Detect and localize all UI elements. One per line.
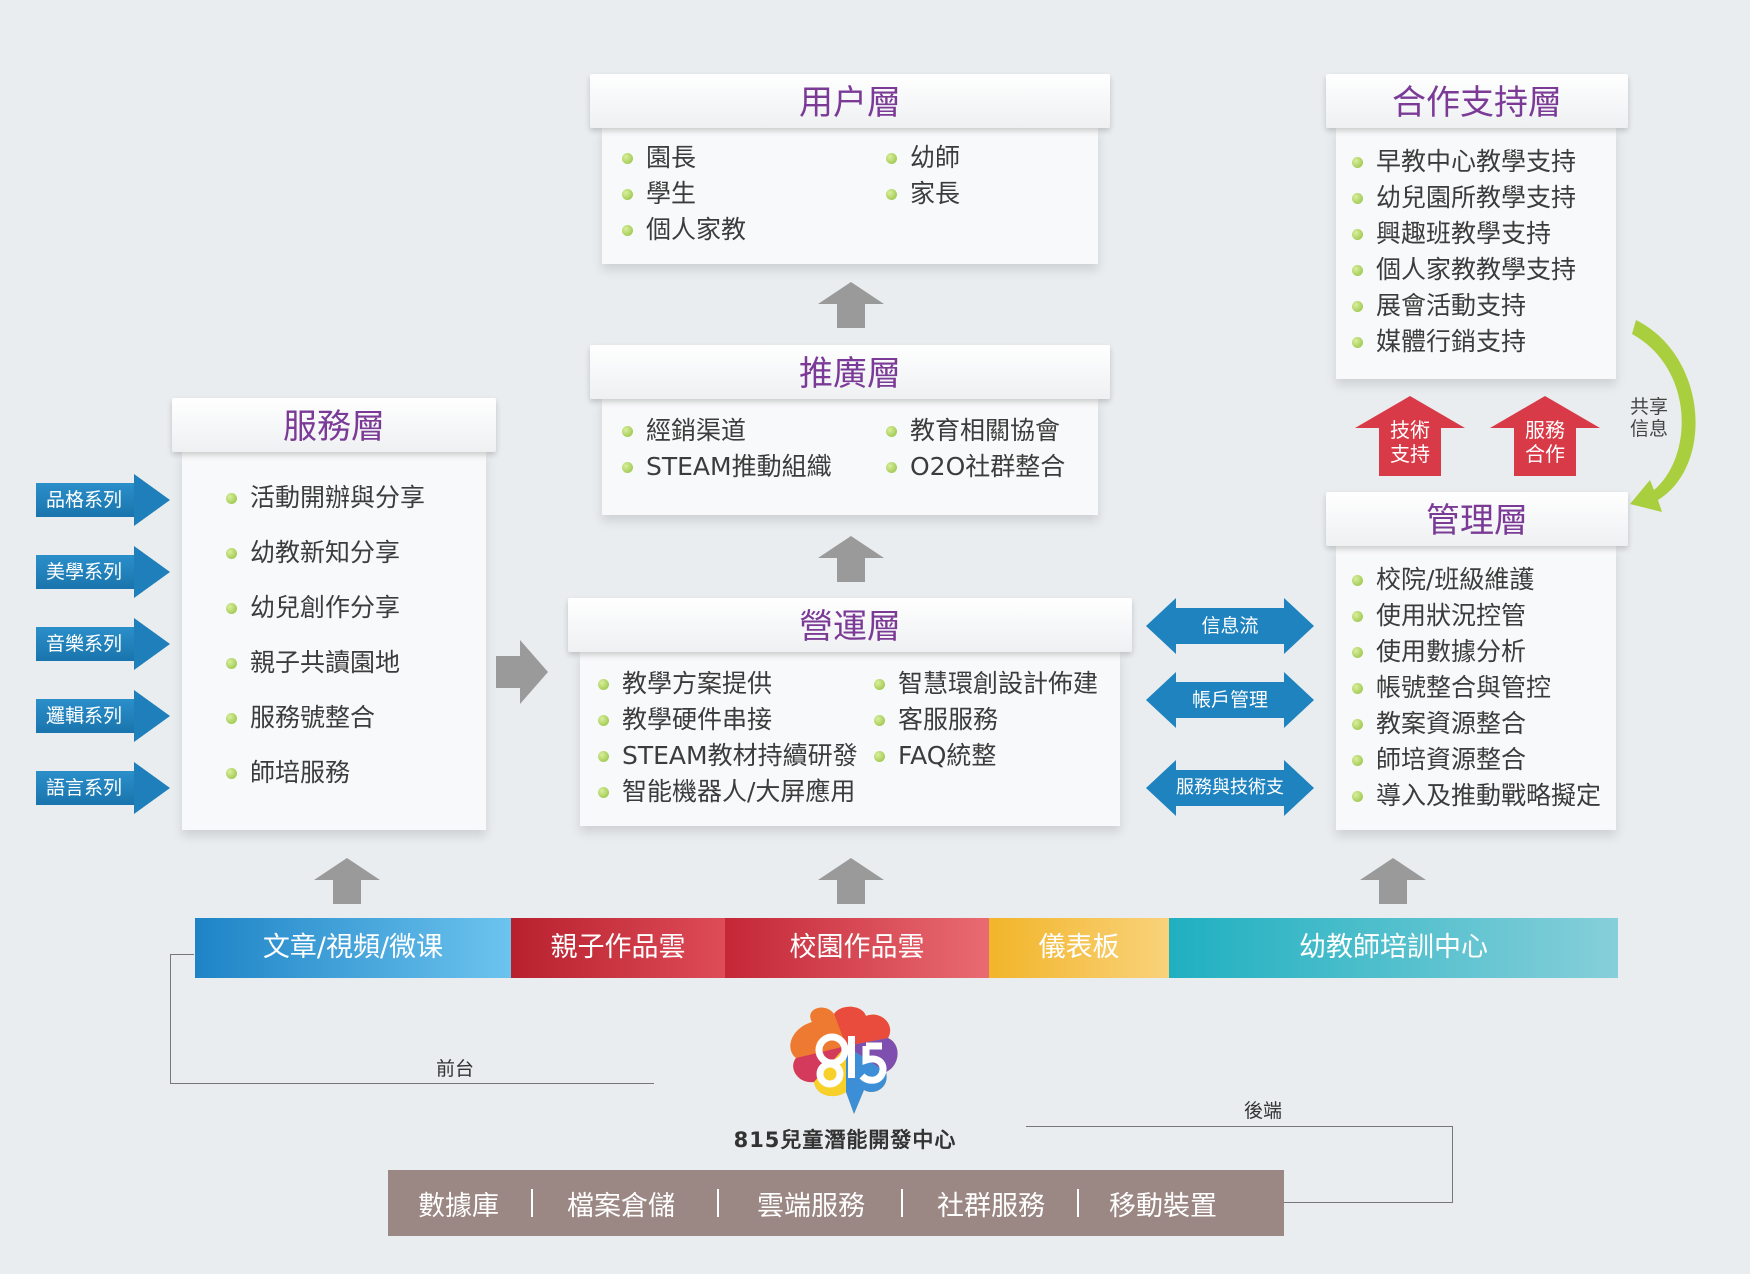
list-item: 幼兒園所教學支持 [1352,180,1576,216]
list-item: 師培資源整合 [1352,742,1601,778]
infra-file-storage: 檔案倉儲 [567,1190,675,1222]
list-item: 家長 [886,176,960,212]
infra-cloud-service: 雲端服務 [757,1190,865,1222]
list-item: 個人家教 [622,212,746,248]
list-item: 客服服務 [874,702,1098,738]
platform-parent-child-cloud: 親子作品雲 [511,918,725,978]
list-item: 媒體行銷支持 [1352,324,1576,360]
front-label: 前台 [436,1058,475,1080]
list-item: 校院/班級維護 [1352,562,1601,598]
list-item: 親子共讀園地 [226,635,425,690]
list-item: 興趣班教學支持 [1352,216,1576,252]
series-arrow-language: 語言系列 [36,762,170,814]
ops-layer-panel: 營運層 教學方案提供 教學硬件串接 STEAM教材持續研發 智能機器人/大屏應用… [568,598,1132,826]
tech-support-arrow: 技術 支持 [1355,396,1465,476]
list-item: 使用數據分析 [1352,634,1601,670]
ops-layer-right-list: 智慧環創設計佈建 客服服務 FAQ統整 [874,666,1098,774]
mgmt-layer-list: 校院/班級維護 使用狀況控管 使用數據分析 帳號整合與管控 教案資源整合 師培資… [1352,562,1601,814]
platform-articles-videos: 文章/視頻/微课 [195,918,511,978]
list-item: 幼兒創作分享 [226,580,425,635]
list-item: 智慧環創設計佈建 [874,666,1098,702]
list-item: STEAM推動組織 [622,449,832,485]
curved-arrow-icon [1630,320,1696,512]
shared-info-label: 共享 信息 [1630,396,1669,440]
back-label: 後端 [1244,1100,1283,1122]
list-item: 帳號整合與管控 [1352,670,1601,706]
list-item: 教學硬件串接 [598,702,858,738]
list-item: 學生 [622,176,746,212]
up-arrow-icon [818,536,884,582]
infrastructure-bar: 數據庫 檔案倉儲 雲端服務 社群服務 移動裝置 [388,1170,1284,1236]
service-tech-support-arrow: 服務與技術支持 [1146,760,1314,816]
list-item: 智能機器人/大屏應用 [598,774,858,810]
series-arrow-music: 音樂系列 [36,618,170,670]
logo-text: 815兒童潛能開發中心 [733,1128,957,1152]
series-arrow-logic: 邏輯系列 [36,690,170,742]
list-item: 個人家教教學支持 [1352,252,1576,288]
infra-community-service: 社群服務 [937,1190,1045,1222]
mgmt-layer-title: 管理層 [1326,492,1628,546]
coop-layer-title: 合作支持層 [1326,74,1628,128]
platform-dashboard: 儀表板 [989,918,1169,978]
promo-layer-title: 推廣層 [590,345,1110,399]
service-layer-panel: 服務層 活動開辦與分享 幼教新知分享 幼兒創作分享 親子共讀園地 服務號整合 師… [172,398,496,830]
service-layer-title: 服務層 [172,398,496,452]
promo-layer-right-list: 教育相關協會 O2O社群整合 [886,413,1065,485]
list-item: 師培服務 [226,745,425,800]
user-layer-title: 用户層 [590,74,1110,128]
user-layer-panel: 用户層 園長 學生 個人家教 幼師 家長 [590,74,1110,264]
series-arrow-character: 品格系列 [36,474,170,526]
list-item: 園長 [622,140,746,176]
user-layer-left-list: 園長 學生 個人家教 [622,140,746,248]
list-item: FAQ統整 [874,738,1098,774]
ops-layer-title: 營運層 [568,598,1132,652]
list-item: 使用狀況控管 [1352,598,1601,634]
list-item: STEAM教材持續研發 [598,738,858,774]
up-arrow-icon [818,282,884,328]
mgmt-layer-panel: 管理層 校院/班級維護 使用狀況控管 使用數據分析 帳號整合與管控 教案資源整合… [1326,492,1628,830]
brain-logo-icon [790,1006,898,1114]
user-layer-right-list: 幼師 家長 [886,140,960,212]
right-arrow-icon [496,640,548,704]
coop-layer-list: 早教中心教學支持 幼兒園所教學支持 興趣班教學支持 個人家教教學支持 展會活動支… [1352,144,1576,360]
list-item: 導入及推動戰略擬定 [1352,778,1601,814]
service-cooperation-arrow: 服務 合作 [1490,396,1600,476]
ops-layer-left-list: 教學方案提供 教學硬件串接 STEAM教材持續研發 智能機器人/大屏應用 [598,666,858,810]
account-management-arrow: 帳戶管理 [1146,672,1314,728]
infra-mobile-device: 移動裝置 [1109,1190,1217,1222]
list-item: 教育相關協會 [886,413,1065,449]
service-layer-list: 活動開辦與分享 幼教新知分享 幼兒創作分享 親子共讀園地 服務號整合 師培服務 [226,470,425,800]
list-item: 活動開辦與分享 [226,470,425,525]
up-arrow-icon [1360,858,1426,904]
list-item: O2O社群整合 [886,449,1065,485]
infra-database: 數據庫 [418,1190,499,1222]
list-item: 經銷渠道 [622,413,832,449]
promo-layer-panel: 推廣層 經銷渠道 STEAM推動組織 教育相關協會 O2O社群整合 [590,345,1110,515]
list-item: 教學方案提供 [598,666,858,702]
up-arrow-icon [314,858,380,904]
list-item: 幼師 [886,140,960,176]
promo-layer-left-list: 經銷渠道 STEAM推動組織 [622,413,832,485]
list-item: 服務號整合 [226,690,425,745]
list-item: 幼教新知分享 [226,525,425,580]
platform-campus-cloud: 校園作品雲 [725,918,989,978]
info-flow-arrow: 信息流 [1146,598,1314,654]
list-item: 展會活動支持 [1352,288,1576,324]
list-item: 教案資源整合 [1352,706,1601,742]
platform-teacher-training: 幼教師培訓中心 [1169,918,1618,978]
list-item: 早教中心教學支持 [1352,144,1576,180]
coop-layer-panel: 合作支持層 早教中心教學支持 幼兒園所教學支持 興趣班教學支持 個人家教教學支持… [1326,74,1628,379]
series-arrow-aesthetics: 美學系列 [36,546,170,598]
up-arrow-icon [818,858,884,904]
